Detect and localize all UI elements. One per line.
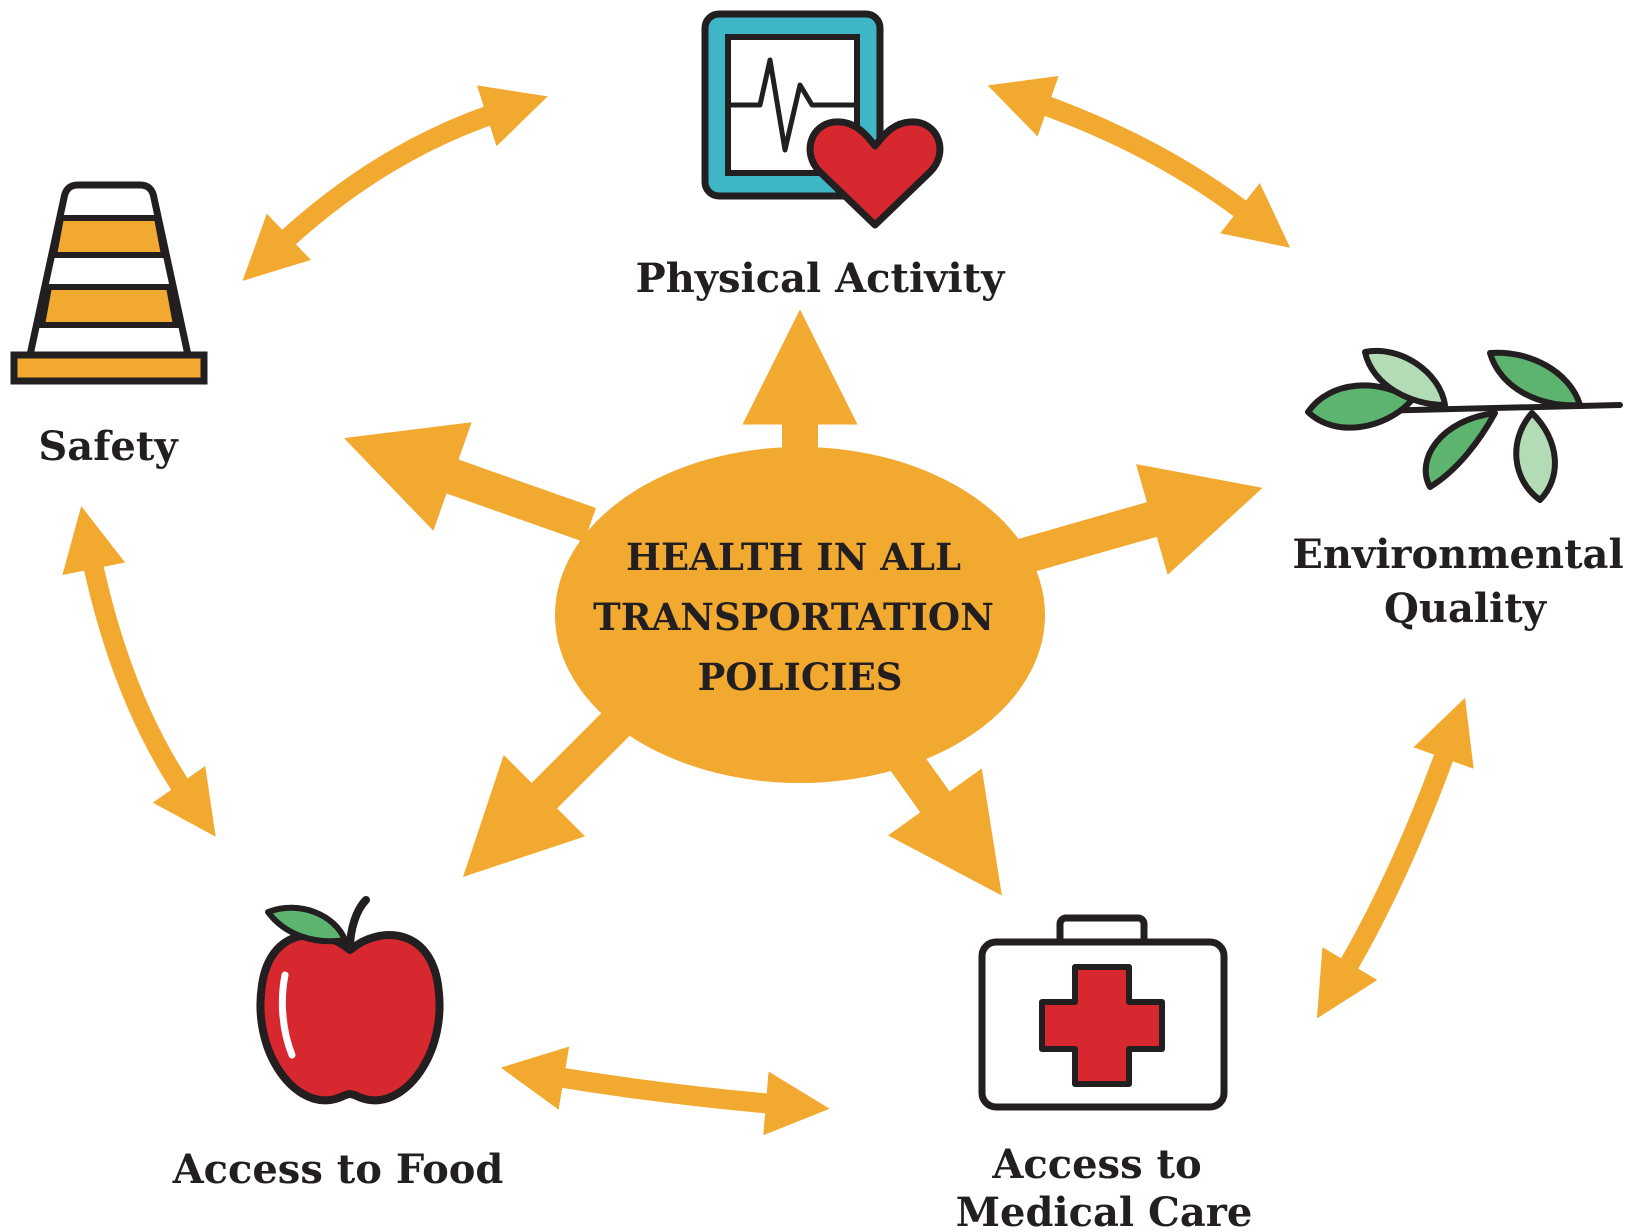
node-physical-activity: Physical Activity [636, 10, 1006, 302]
node-environmental-quality: Environmental Quality [1292, 347, 1637, 632]
heart-icon [806, 118, 944, 229]
arrow-environmental-medical [1316, 697, 1474, 1019]
environmental-quality-line-1: Environmental [1292, 531, 1623, 578]
leaf-branch-icon [1305, 347, 1623, 503]
center-line-3: POLICIES [697, 655, 902, 699]
center-line-1: HEALTH IN ALL [626, 535, 961, 579]
arrow-center-environmental [1005, 464, 1263, 578]
heart-monitor-icon [701, 10, 944, 229]
arrow-physical-activity-environmental [987, 76, 1291, 248]
center-hub: HEALTH IN ALL TRANSPORTATION POLICIES [555, 447, 1045, 783]
arrow-safety-food [62, 506, 216, 837]
center-line-2: TRANSPORTATION [593, 595, 994, 639]
medical-care-line-2: Medical Care [956, 1189, 1253, 1232]
safety-label: Safety [38, 423, 179, 470]
traffic-cone-icon [10, 181, 208, 385]
physical-activity-label: Physical Activity [636, 255, 1006, 302]
arrow-center-food [462, 707, 633, 878]
arrow-food-medical [500, 1046, 830, 1136]
apple-icon [256, 896, 444, 1105]
apple-stem [346, 896, 370, 952]
center-ellipse [555, 447, 1045, 783]
environmental-quality-label: Environmental Quality [1292, 531, 1637, 632]
medical-cross-icon [1039, 964, 1165, 1087]
center-title: HEALTH IN ALL TRANSPORTATION POLICIES [593, 535, 1007, 699]
environmental-quality-line-2: Quality [1384, 585, 1548, 632]
arrow-center-medical [888, 749, 1002, 896]
node-access-to-food: Access to Food [172, 896, 504, 1193]
apple-leaf [265, 904, 348, 945]
access-to-medical-care-label: Access to Medical Care [956, 1141, 1253, 1232]
first-aid-kit-icon [978, 914, 1228, 1111]
arrow-center-safety [343, 422, 596, 542]
medical-care-line-1: Access to [991, 1141, 1201, 1188]
outer-arrows [62, 76, 1474, 1136]
arrow-safety-physical-activity [242, 85, 548, 281]
node-safety: Safety [10, 181, 208, 470]
access-to-food-label: Access to Food [172, 1146, 504, 1193]
node-access-to-medical-care: Access to Medical Care [956, 914, 1253, 1232]
